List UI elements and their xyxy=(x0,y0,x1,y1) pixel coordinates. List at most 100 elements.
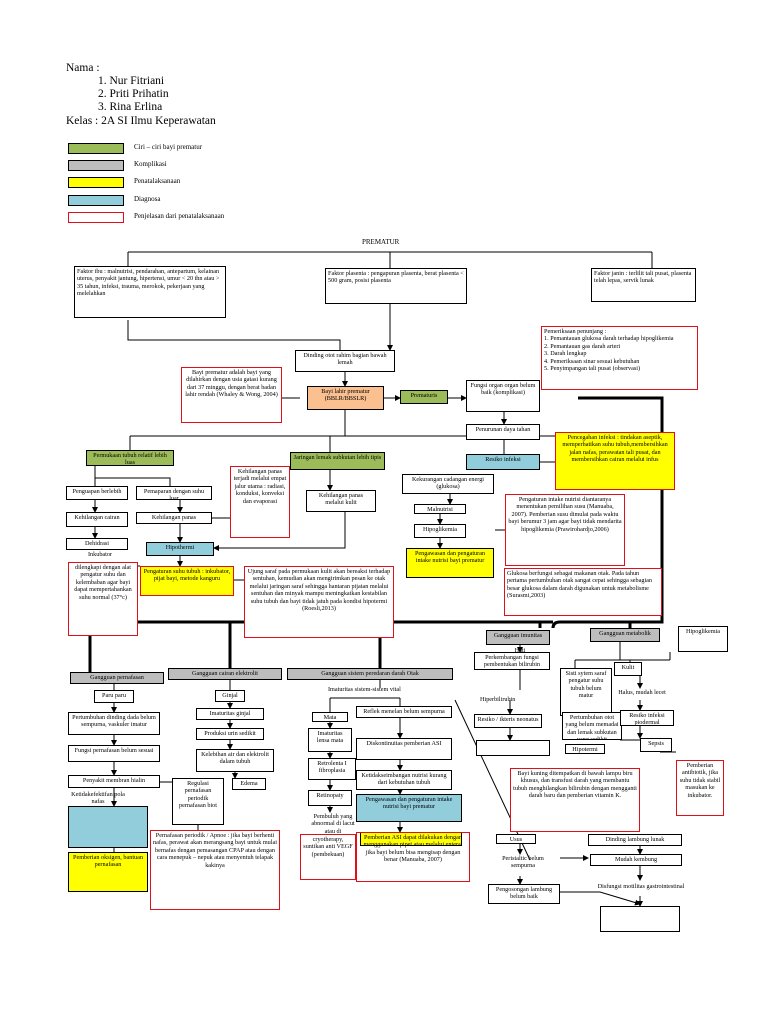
paru-paru: Paru paru xyxy=(94,690,134,703)
legend-swatch-penjelasan xyxy=(68,212,124,223)
pemaparan-suhu-luar: Pemaparan dengan suhu luar xyxy=(136,486,212,500)
malnutrisi-node: Malnutrisi xyxy=(414,504,466,514)
penguapan-berlebih: Penguapan berlebih xyxy=(66,486,128,500)
faktor-janin: Faktor janin : terlilit tali pusat, plas… xyxy=(591,268,696,302)
perkembangan-hati: Perkembangan fungsi pembentukan bilirubi… xyxy=(474,652,550,670)
kehilangan-panas: Kehilangan panas xyxy=(136,512,212,524)
legend-label-komplikasi: Komplikasi xyxy=(134,160,167,168)
bblr-node: Bayi lahir prematur (BBLR/BBSLR) xyxy=(307,386,384,410)
diagnosa-pernafasan xyxy=(68,806,148,848)
bayi-prematur-definisi: Bayi prematur adalah bayi yang dilahirka… xyxy=(181,367,282,423)
glukosa-penjelasan: Glukosa berfungsi sebagai makanan otak. … xyxy=(504,568,662,616)
ujung-saraf: Ujung saraf pada permukaan kulit akan be… xyxy=(244,566,394,638)
ketidakseimbangan-nutrisi: Ketidakseimbangan nutrisi kurang dari ke… xyxy=(356,770,452,790)
gangguan-imunitas: Gangguan imunitas xyxy=(486,630,550,645)
pemberian-asi: Pemberian ASI dapat dilakukan dengan men… xyxy=(356,832,470,882)
pemeriksaan-penunjang: Pemeriksaan penunjang : 1. Pemantauan gl… xyxy=(541,326,698,390)
pengawasan-nutrisi: Pengawasan dan pengaturan intake nutrisi… xyxy=(406,548,494,578)
hipoglikemia-node: Hipoglikemia xyxy=(414,524,466,538)
imaturitas-sistem-vital: Imaturitas sistem-sistem vital xyxy=(328,686,401,693)
hiperbilirubin-label: Hiperbilirubin xyxy=(480,696,516,703)
gangguan-metabolik: Gangguan metabolik xyxy=(590,628,660,642)
penyakit-membran-hialin: Penyakit membran hialin xyxy=(68,775,160,788)
pernafasan-periodik: Pernafasan periodik / Apnoe : jika bayi … xyxy=(150,830,280,910)
pertumbuhan-dinding-dada: Pertumbuhan dinding dada belum sempurna,… xyxy=(68,712,160,735)
member-2: 2. Priti Prihatin xyxy=(98,88,169,100)
sepsis-node: Sepsis xyxy=(640,738,672,752)
hipothermi-node: Hipothermi xyxy=(146,542,214,556)
mata-node: Mata xyxy=(312,712,348,722)
legend-swatch-penatalaksanaan xyxy=(68,177,124,188)
gangguan-pernafasan: Gangguan pernafasan xyxy=(70,672,164,684)
penurunan-daya-tahan: Penurunan daya tahan xyxy=(466,424,540,440)
pencegahan-infeksi: Pencegahan infeksi : tindakan aseptik, m… xyxy=(555,432,675,490)
imaturitas-lensa: Imaturitas lensa mata xyxy=(308,728,352,752)
legend-swatch-ciri xyxy=(68,143,124,154)
resiko-infeksi: Resiko infeksi xyxy=(466,454,540,470)
imaturitas-ginjal: Imaturitas ginjal xyxy=(196,708,264,720)
pengaturan-intake-penjelasan: Pengaturan intake nutrisi diantaranya me… xyxy=(505,494,625,566)
edema-node: Edema xyxy=(232,778,266,790)
peristaltic-node: Peristaltic belum sempurna xyxy=(502,855,544,870)
hipoglikemia-kanan: Hipoglikemia xyxy=(678,626,728,652)
bayi-kuning-penjelasan: Bayi kuning ditempatkan di bawah lampu b… xyxy=(510,768,640,832)
nama-label: Nama : xyxy=(66,62,100,74)
diagnosa-ikterik xyxy=(476,740,550,756)
refleks-menelan: Reflek menelan belum sempurna xyxy=(356,706,452,718)
legend-swatch-komplikasi xyxy=(68,160,124,171)
dinding-otot-rahim: Dinding otot rahim bagian bawah lemah xyxy=(295,350,395,372)
pertumbuhan-otot: Pertumbuhan otot yang belum memadai dan … xyxy=(562,712,622,740)
pengaturan-suhu-tubuh: Pengaturan suhu tubuh : inkubator, pijat… xyxy=(140,566,234,596)
fungsi-organ: Fungsi organ organ belum baik (komplikas… xyxy=(466,380,540,412)
halus-mudah-lecet: Halus, mudah lecet xyxy=(618,689,666,696)
fungsi-pernafasan: Fungsi pernafasan belum sesuai xyxy=(68,745,160,762)
regulasi-pernafasan: Regulasi pernafasan periodik pernafasan … xyxy=(172,778,224,825)
prematuris-node: Prematuris xyxy=(400,390,448,404)
pemberian-oksigen: Pemberian oksigen, bantuan pernafasan xyxy=(68,852,148,892)
kelas-label: Kelas : 2A SI Ilmu Keperawatan xyxy=(66,115,216,127)
resiko-ikterik: Resiko / ikteris neonatus xyxy=(474,714,542,728)
produksi-urin: Produksi urin sedikit xyxy=(196,728,264,740)
resiko-infeksi-piodermal: Resiko infeksi piodermal xyxy=(620,710,674,726)
kelebihan-air: Kelebihan air dan elektrolit dalam tubuh xyxy=(196,749,274,772)
permukaan-tubuh: Permukaan tubuh relatif lebih luas xyxy=(86,450,174,466)
kehilangan-panas-kulit: Kehilangan panas melalui kulit xyxy=(306,490,376,512)
diagram-title: PREMATUR xyxy=(362,238,400,246)
faktor-ibu: Faktor ibu : malnutrisi, pendarahan, ant… xyxy=(74,266,226,318)
diskontinuitas-asi: Diskontinuitas pemberian ASI xyxy=(356,738,452,760)
member-3: 3. Rina Erlina xyxy=(98,101,163,113)
kulit-node: Kulit xyxy=(614,662,642,676)
inkubator-label: Inkubator xyxy=(88,551,113,558)
pengawasan-nutrisi-2: Pengawasan dan pengaturan intake nutrisi… xyxy=(356,794,462,822)
hati-node: Hati xyxy=(514,647,526,654)
pembuluh-abnormal: Pembuluh yang abnormal di lacut atau di xyxy=(311,813,355,834)
ketidakefektifan-pola-nafas: Ketidakefektifan pola nafas xyxy=(71,791,125,804)
mudah-kembung: Mudah kembung xyxy=(590,854,682,866)
disfungsi-motilitas: Disfungsi motilitas gastrointestinal xyxy=(597,883,685,890)
kehilangan-cairan: Kehilangan cairan xyxy=(66,512,128,527)
dinding-lambung: Dinding lambung lunak xyxy=(588,834,682,846)
jaringan-lemak: Jaringan lemak subkutan lebih tipis xyxy=(290,452,385,470)
cryotherapy-node: cryotherapy, suntikan anti VEGF (pembeku… xyxy=(300,834,356,880)
gangguan-sistem-otak: Gangguan sistem peredaran darah Otak xyxy=(287,668,453,680)
hipotermi-kanan: Hipotermi xyxy=(565,744,605,754)
inkubator-penjelasan: dilengkapi dengan alat pengatur suhu dan… xyxy=(68,562,138,636)
ginjal-node: Ginjal xyxy=(215,690,245,702)
pemberian-antibiotik: Pemberian antibiotik, jika suhu tidak st… xyxy=(676,760,724,816)
diagnosa-gi xyxy=(600,906,680,932)
legend-label-ciri: Ciri – ciri bayi prematur xyxy=(134,143,203,151)
legend-label-penjelasan: Penjelasan dari penatalaksanaan xyxy=(134,212,225,220)
gangguan-cairan-elektrolit: Gangguan cairan elektrolit xyxy=(168,668,282,680)
kekurangan-energi: Kekurangan cadangan energi (glukosa) xyxy=(402,474,494,494)
legend-label-diagnosa: Diagnosa xyxy=(134,195,161,203)
faktor-plasenta: Faktor plasenta : pengapuran plasenta, b… xyxy=(325,268,467,304)
retrolenta-fibroplasia: Retrolenta I fibroplasia xyxy=(308,758,356,780)
legend-label-penatalaksanaan: Penatalaksanaan xyxy=(134,177,181,185)
pengosongan-lambung: Pengosongan lambung belum baik xyxy=(488,884,560,904)
dehidrasi: Dehidrasi xyxy=(66,538,128,550)
sistem-saraf-suhu: Sisti sytem saraf pengatur suhu tubuh be… xyxy=(560,668,612,716)
legend-swatch-diagnosa xyxy=(68,195,124,206)
retinopaty-node: Retinopaty xyxy=(308,790,352,806)
member-1: 1. Nur Fitriani xyxy=(98,75,165,87)
kehilangan-panas-jalur: Kehilangan panas terjadi melalui empat j… xyxy=(230,466,290,538)
